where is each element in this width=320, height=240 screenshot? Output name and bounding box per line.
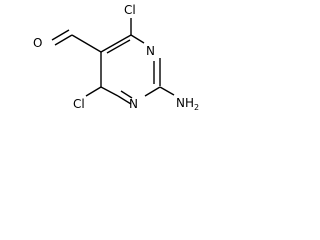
amine-nh-text: NH	[176, 96, 194, 110]
bond-c5-c6	[100, 34, 132, 53]
chlorine-bottom-label: Cl	[73, 97, 85, 111]
nitrogen-lower-label: N	[129, 97, 138, 111]
bond-n3-c4	[117, 95, 132, 105]
nitrogen-upper-label: N	[146, 44, 155, 58]
bond-c5-c6-double	[106, 39, 131, 54]
oxygen-label: O	[33, 36, 42, 50]
chlorine-top-label: Cl	[124, 3, 136, 17]
amine-h-subscript: 2	[194, 103, 199, 112]
bond-c6-n1	[130, 34, 145, 44]
bond-c4-n3-link	[100, 86, 119, 97]
bond-cho-o-double	[51, 29, 70, 41]
amine-label: NH2	[176, 96, 199, 112]
bond-c5-cho	[71, 34, 102, 53]
bond-c4-cl	[85, 86, 102, 97]
bond-cho-o	[54, 34, 73, 46]
bond-c2-nh2	[159, 86, 175, 96]
bond-n3-c4-double	[120, 90, 133, 99]
pyrimidine-structure-diagram: Cl N N NH2 Cl O	[33, 3, 199, 112]
bond-c2-n3	[144, 86, 161, 97]
